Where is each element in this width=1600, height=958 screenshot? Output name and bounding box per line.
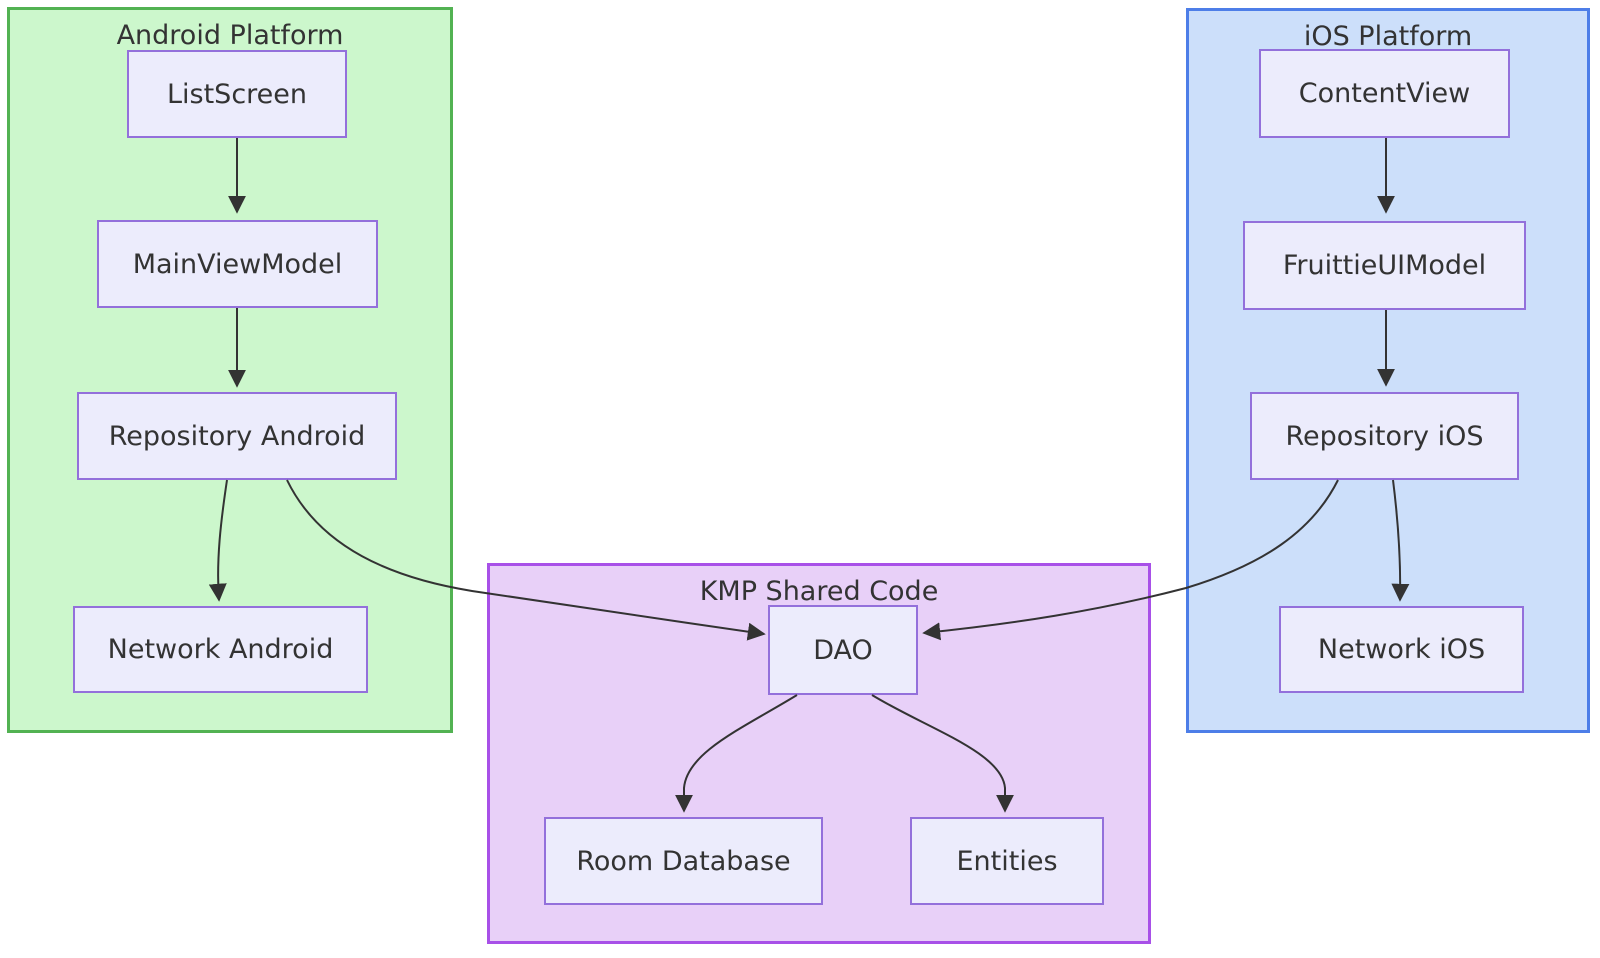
group-title-ios-platform: iOS Platform [1303, 21, 1473, 52]
node-listscreen-label: ListScreen [166, 78, 308, 110]
node-dao: DAO [768, 605, 918, 695]
group-title-kmp-shared-code: KMP Shared Code [699, 576, 939, 607]
group-ios-platform: iOS Platform ContentView FruittieUIModel… [1186, 8, 1590, 733]
node-repository-android: Repository Android [77, 392, 397, 480]
node-contentview-label: ContentView [1298, 78, 1471, 109]
node-network-android: Network Android [73, 606, 368, 693]
group-android-platform: Android Platform ListScreen MainViewMode… [7, 7, 453, 733]
node-fruittieuimodel-label: FruittieUIModel [1282, 250, 1487, 281]
node-network-android-label: Network Android [107, 634, 334, 665]
node-network-ios: Network iOS [1279, 606, 1524, 693]
node-repository-android-label: Repository Android [108, 420, 366, 452]
node-repository-ios-label: Repository iOS [1285, 420, 1484, 452]
node-fruittieuimodel: FruittieUIModel [1243, 221, 1526, 310]
node-room-database: Room Database [544, 817, 823, 905]
node-entities: Entities [910, 817, 1104, 905]
node-network-ios-label: Network iOS [1317, 634, 1486, 665]
node-mainviewmodel-label: MainViewModel [132, 248, 343, 280]
node-listscreen: ListScreen [127, 50, 347, 138]
group-title-android-platform: Android Platform [116, 20, 344, 51]
node-dao-label: DAO [813, 634, 873, 666]
node-entities-label: Entities [956, 845, 1058, 877]
node-room-database-label: Room Database [576, 845, 791, 877]
group-kmp-shared-code: KMP Shared Code DAO Room Database Entiti… [487, 563, 1151, 944]
node-contentview: ContentView [1259, 49, 1510, 138]
node-mainviewmodel: MainViewModel [97, 220, 378, 308]
node-repository-ios: Repository iOS [1250, 392, 1519, 480]
